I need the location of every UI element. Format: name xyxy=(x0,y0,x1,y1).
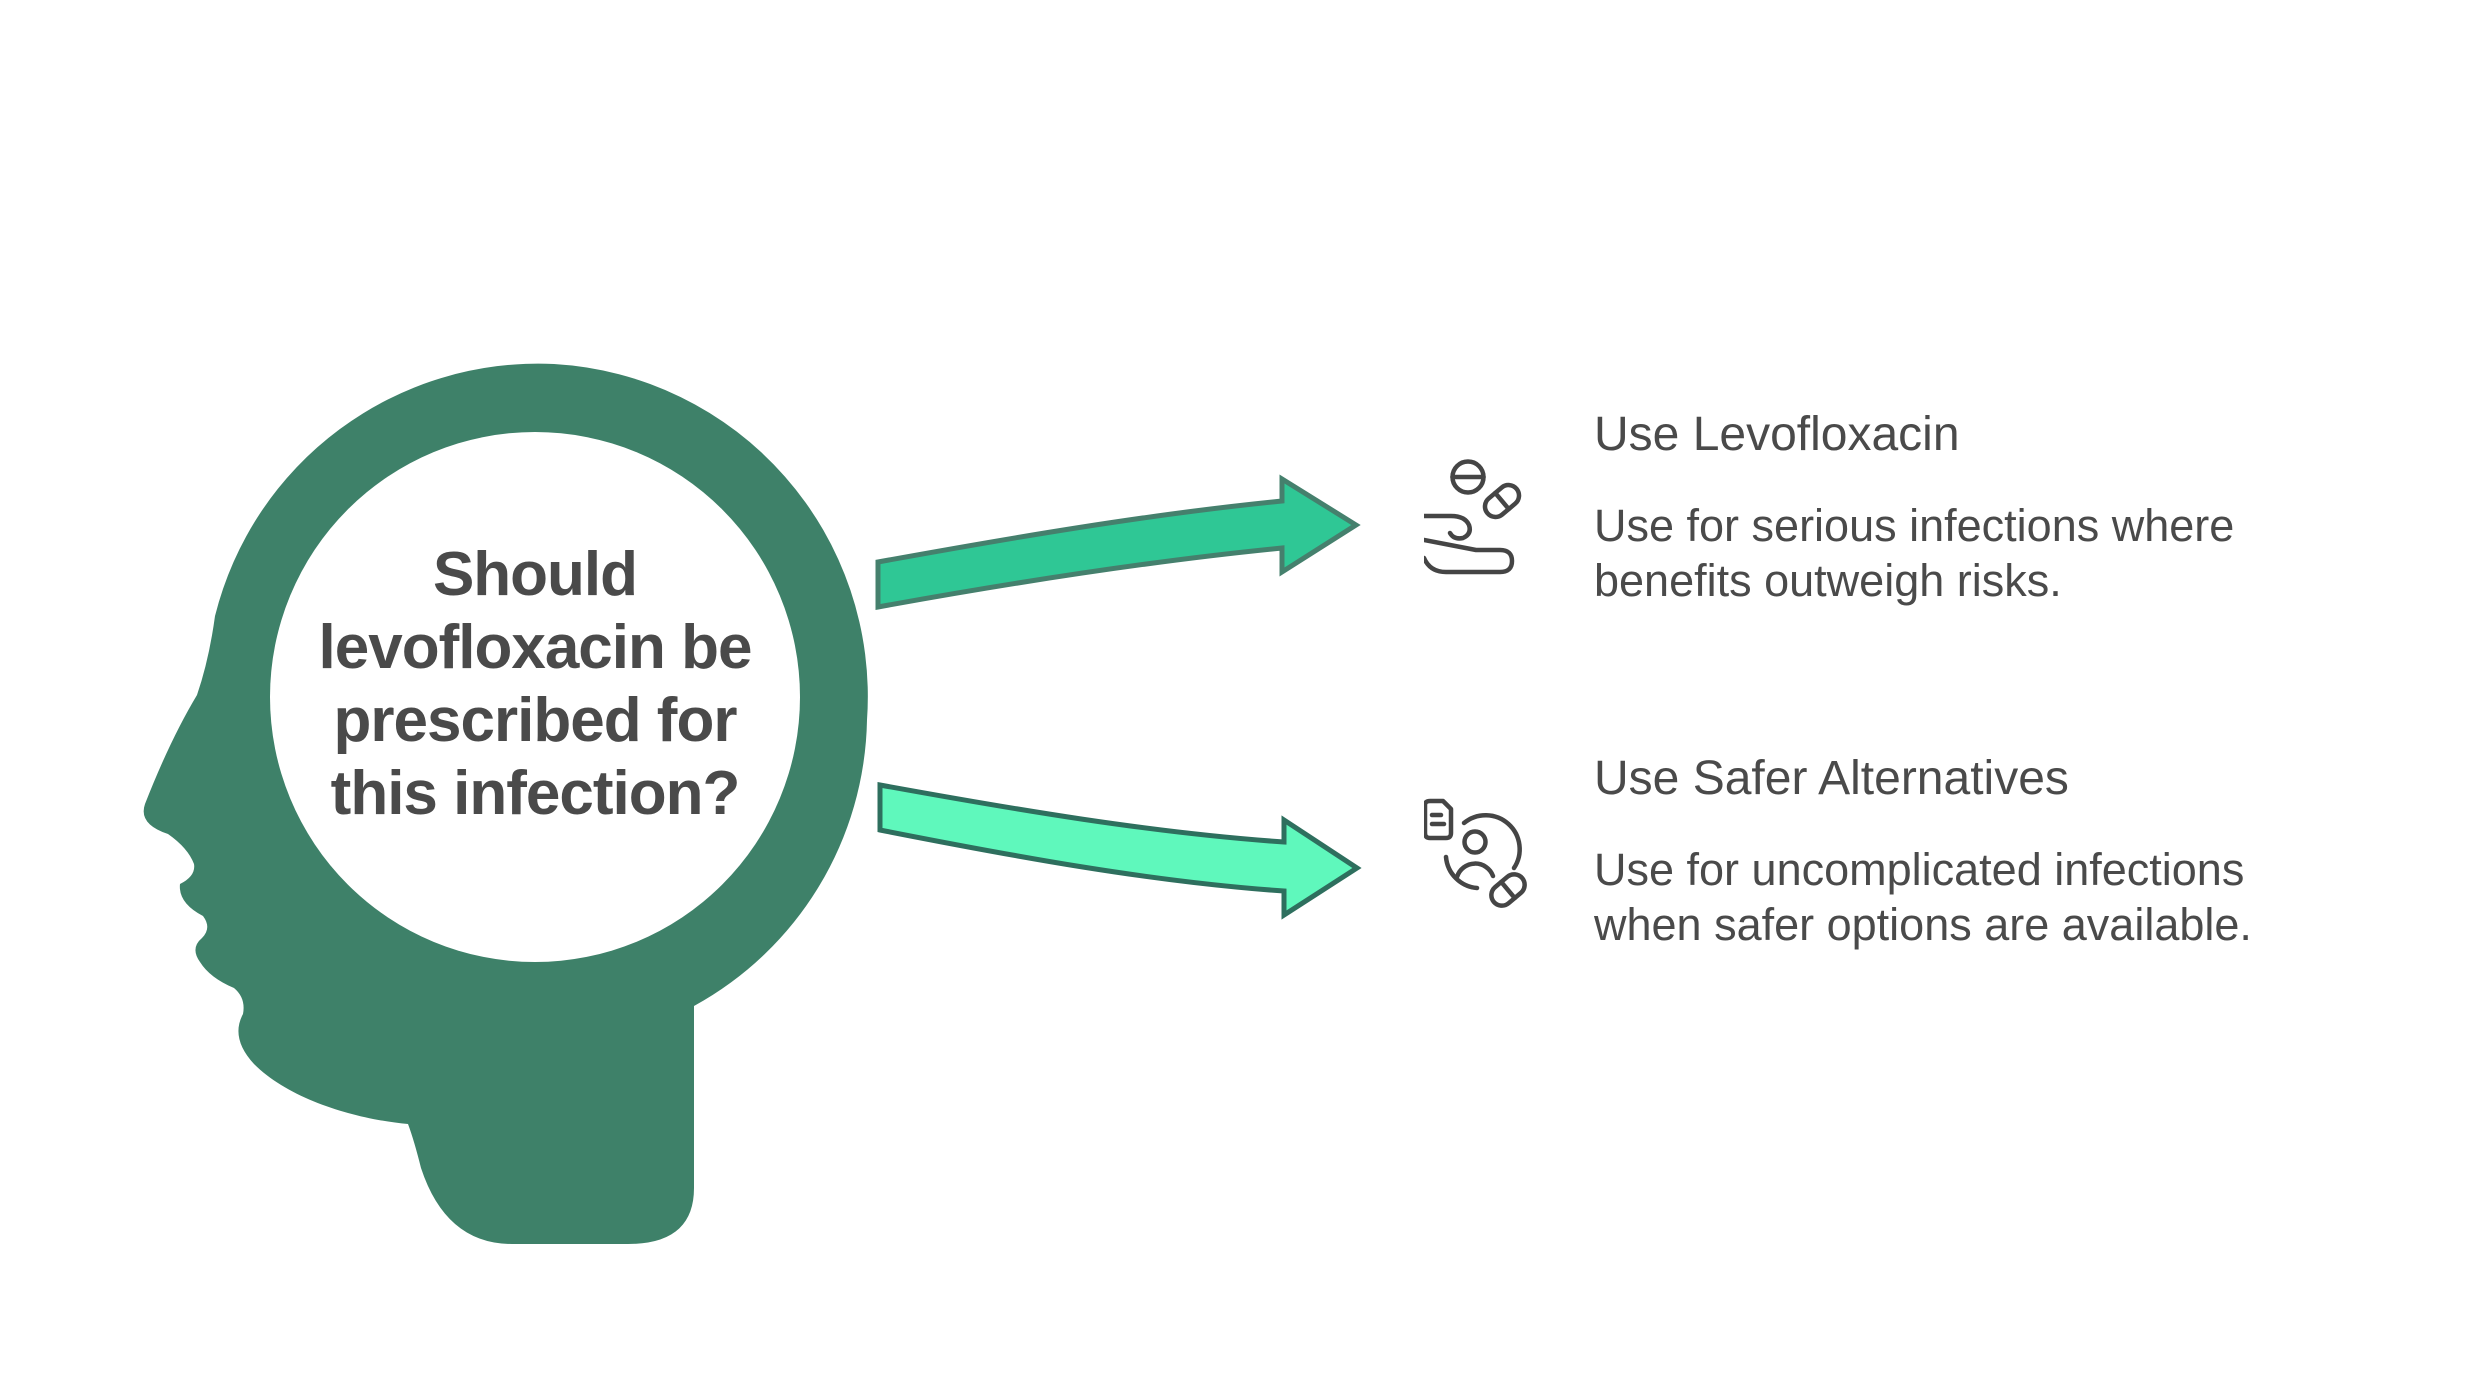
option-description-line: Use for uncomplicated infections xyxy=(1594,844,2245,895)
open-hand-icon xyxy=(1424,513,1515,575)
question-text: Should levofloxacin be prescribed for th… xyxy=(255,538,815,830)
prescription-patient-capsule-icon xyxy=(1424,798,1527,908)
tablet-pill-icon xyxy=(1450,459,1486,495)
thought-bubble xyxy=(270,432,800,962)
option-description-line: when safer options are available. xyxy=(1594,899,2252,950)
capsule-pill-icon xyxy=(1482,482,1522,520)
option-title: Use Levofloxacin xyxy=(1594,408,1960,461)
question-line: Should xyxy=(432,540,638,609)
prescription-note-icon xyxy=(1424,798,1454,841)
question-line: levofloxacin be xyxy=(318,613,753,682)
option-description-line: Use for serious infections where xyxy=(1594,500,2235,551)
capsule-pill-icon xyxy=(1489,872,1527,908)
option-use-safer-alternatives: Use Safer Alternatives Use for uncomplic… xyxy=(1594,750,2434,952)
patient-person-icon xyxy=(1443,812,1522,891)
question-line: this infection? xyxy=(330,759,741,828)
option-use-levofloxacin: Use Levofloxacin Use for serious infecti… xyxy=(1594,406,2434,608)
hand-receiving-pills-icon xyxy=(1424,459,1522,575)
arrow-top xyxy=(875,474,1361,610)
option-title: Use Safer Alternatives xyxy=(1594,752,2069,805)
arrow-bottom xyxy=(877,782,1362,920)
option-description: Use for uncomplicated infections when sa… xyxy=(1594,842,2434,952)
option-description: Use for serious infections where benefit… xyxy=(1594,498,2434,608)
option-description-line: benefits outweigh risks. xyxy=(1594,555,2062,606)
question-line: prescribed for xyxy=(333,686,738,755)
